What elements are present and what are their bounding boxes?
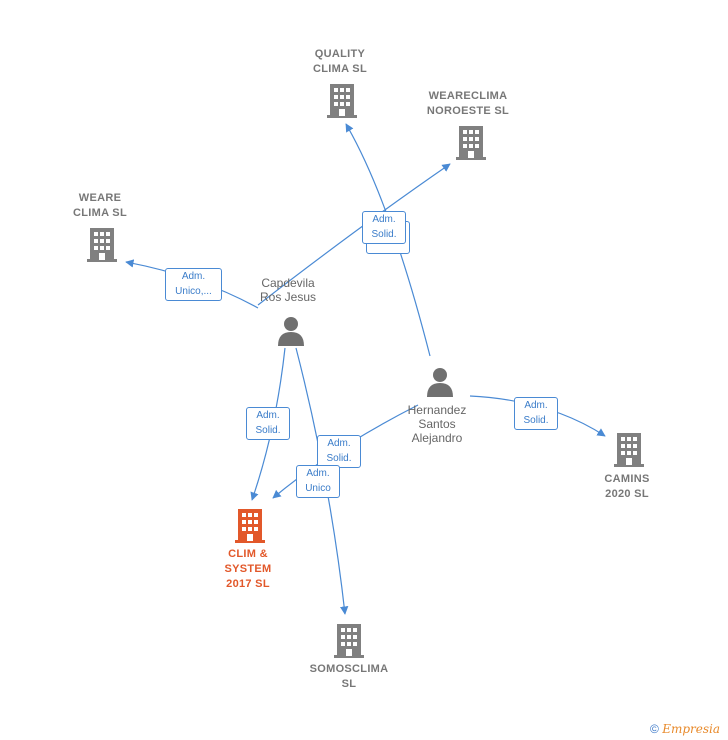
copyright-icon: © — [650, 722, 659, 736]
edge-label-capdevila-noroeste: Adm. Solid. — [362, 211, 406, 244]
edge-label-capdevila-clim: Adm. Solid. — [246, 407, 290, 440]
company-label-somosclima[interactable]: SOMOSCLIMA SL — [309, 663, 389, 690]
company-label-clim-system[interactable]: CLIM & SYSTEM 2017 SL — [224, 548, 272, 590]
building-icon — [334, 624, 364, 658]
footer-brand: © Empresia — [650, 722, 720, 736]
building-icon-focus — [235, 509, 265, 543]
building-icon — [87, 228, 117, 262]
person-label-capdevila[interactable]: Capdevila Ros Jesus — [259, 276, 317, 304]
company-label-camins[interactable]: CAMINS 2020 SL — [604, 473, 650, 500]
edge-label-capdevila-weare: Adm. Unico,... — [165, 268, 222, 301]
edge-capdevila-noroeste — [257, 163, 451, 306]
company-label-weare-clima[interactable]: WEARE CLIMA SL — [73, 192, 127, 219]
brand-logo: Empresia — [662, 722, 720, 736]
building-icon — [456, 126, 486, 160]
person-icon — [427, 368, 453, 397]
building-icon — [327, 84, 357, 118]
edge-label-hernandez-clim: Adm. Solid. — [317, 435, 361, 468]
person-icon — [278, 317, 304, 346]
person-label-hernandez[interactable]: Hernandez Santos Alejandro — [407, 403, 467, 445]
building-icon — [614, 433, 644, 467]
edge-label-hernandez-camins: Adm. Solid. — [514, 397, 558, 430]
company-label-quality-clima[interactable]: QUALITY CLIMA SL — [313, 48, 367, 75]
edge-label-capdevila-somos: Adm. Unico — [296, 465, 340, 498]
company-label-weareclima-noroeste[interactable]: WEARECLIMA NOROESTE SL — [426, 90, 510, 117]
